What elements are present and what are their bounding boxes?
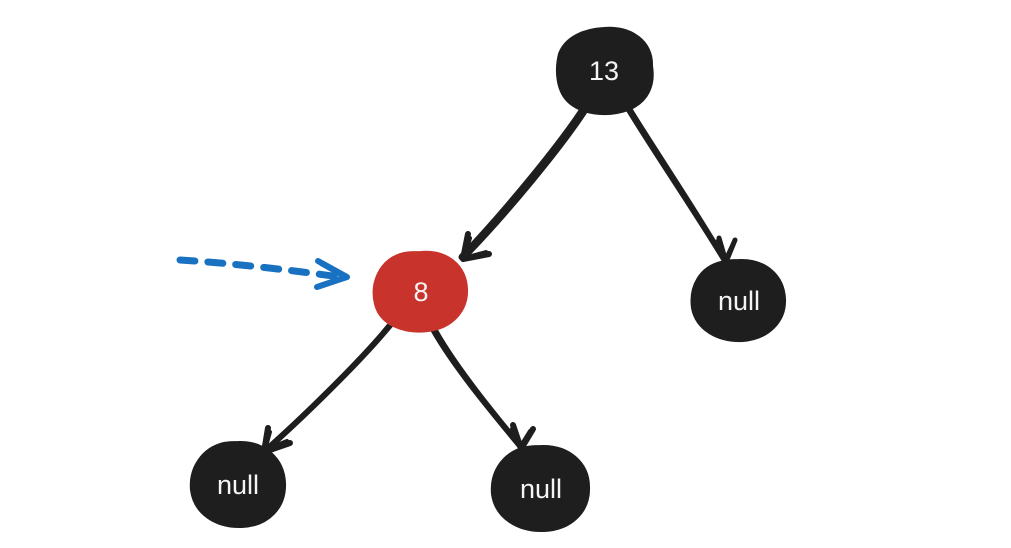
edge-root-to-right-null	[623, 103, 738, 265]
node-label: 8	[413, 277, 428, 307]
node-blob-shape	[490, 444, 591, 533]
tree-node-8[interactable]: 8	[372, 250, 469, 333]
tree-node-left-right-null[interactable]: null	[490, 444, 591, 533]
edge-line	[429, 322, 524, 450]
edge-left-to-right-null	[427, 322, 536, 452]
edge-arrowhead-second-pass	[263, 430, 289, 452]
tree-node-13[interactable]: 13	[556, 26, 654, 116]
node-label: null	[718, 286, 760, 316]
pointer-arrow-annotation	[176, 256, 350, 290]
edge-root-to-left	[458, 104, 589, 262]
edge-left-to-left-null	[261, 320, 395, 455]
tree-node-right-null[interactable]: null	[690, 258, 787, 343]
edge-line	[458, 104, 588, 261]
pointer-dashed-line	[176, 256, 344, 281]
edge-line-overstroke	[460, 107, 589, 262]
node-blob-shape	[556, 26, 654, 116]
node-blob-shape	[372, 250, 469, 333]
edge-line-second-pass	[427, 322, 521, 448]
pointer-arrowhead-second-pass	[318, 262, 346, 287]
edge-line-second-pass	[262, 324, 390, 454]
node-label: null	[217, 470, 259, 500]
node-blob-shape	[189, 440, 287, 529]
node-label: null	[520, 474, 562, 504]
edge-line-second-pass	[626, 103, 729, 265]
node-label: 13	[589, 56, 619, 86]
edge-arrowhead-overstroke	[462, 236, 488, 260]
tree-node-left-left-null[interactable]: null	[189, 440, 287, 529]
edge-arrowhead-second-pass	[510, 427, 532, 449]
edge-arrowhead-second-pass	[715, 239, 735, 262]
node-blob-shape	[690, 258, 787, 343]
